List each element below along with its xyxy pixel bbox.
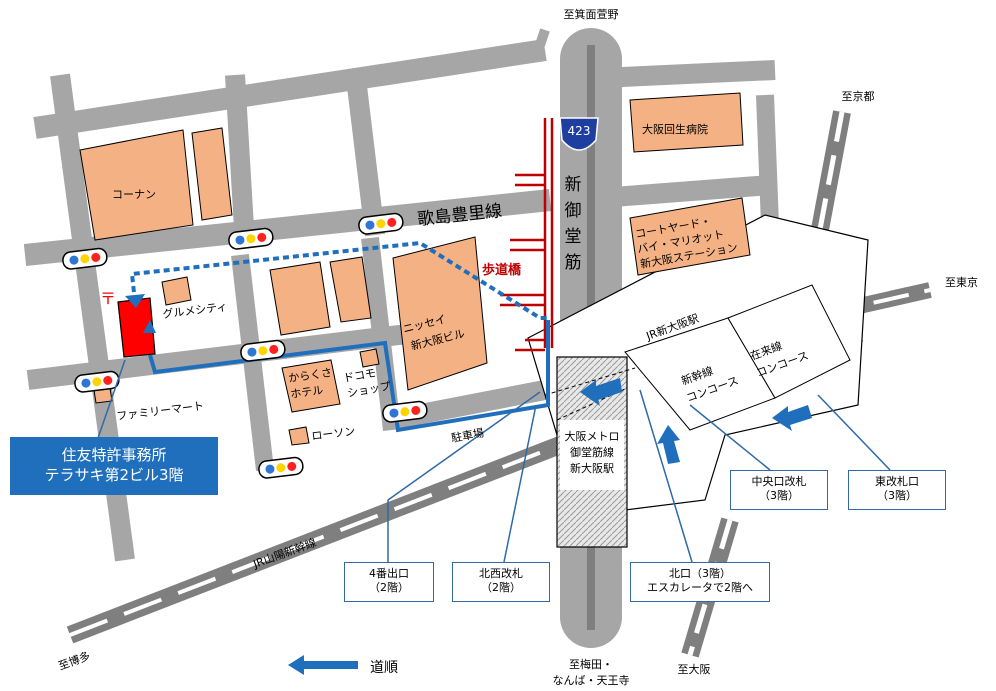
buildings	[79, 92, 751, 446]
gourmet-city-building	[161, 276, 192, 306]
docomo-label-1: ドコモ	[342, 366, 377, 385]
road-mid-north	[225, 74, 255, 246]
konan-annex	[191, 127, 233, 221]
legend-route-arrow	[288, 655, 358, 675]
traffic-signal	[258, 456, 304, 479]
shinmido-char-4: 筋	[565, 253, 582, 273]
road-e	[599, 175, 771, 208]
callout-leaders	[97, 359, 891, 563]
east-gate-floor: （3階）	[877, 489, 917, 502]
route-arrowhead-down	[125, 294, 145, 308]
traffic-signals	[62, 212, 428, 479]
traffic-signal	[228, 227, 274, 250]
courtyard-marriott	[629, 197, 751, 276]
metro-label-3: 新大阪駅	[570, 461, 614, 475]
traffic-signal	[358, 212, 404, 235]
zairaisen-concourse	[727, 284, 851, 399]
dest-umeda: 至梅田・	[569, 657, 613, 671]
dest-hakata: 至博多	[56, 648, 92, 672]
road-ne	[599, 60, 776, 88]
dest-namba: なんば・天王寺	[553, 674, 630, 687]
road-utajima	[23, 189, 552, 266]
traffic-signal	[62, 247, 108, 270]
lawson-label: ローソン	[311, 425, 356, 443]
north-exit-callout: 北口（3階） エスカレータで2階へ	[630, 562, 770, 602]
parking-label: 駐車場	[450, 425, 485, 445]
northwest-gate-floor: （2階）	[481, 581, 521, 594]
osaka-kosei-hospital	[629, 92, 744, 153]
pedestrian-bridge-label: 歩道橋	[482, 262, 522, 278]
office-floor: テラサキ第2ビル3階	[44, 466, 184, 484]
road-stub	[535, 28, 550, 47]
north-exit-note: エスカレータで2階へ	[647, 581, 753, 594]
northwest-gate-name: 北西改札	[479, 567, 523, 580]
post-office-icon: 〒	[100, 289, 116, 308]
office-name: 住友特許事務所	[61, 446, 167, 464]
karakusa-label-1: からくさ	[288, 366, 333, 385]
legend-route-label: 道順	[370, 660, 398, 676]
traffic-signal	[240, 339, 286, 362]
route-number: 423	[568, 124, 591, 138]
karakusa-hotel	[281, 359, 341, 413]
dest-tokyo: 至東京	[945, 275, 978, 289]
office-callout: 住友特許事務所 テラサキ第2ビル3階	[10, 437, 218, 495]
metro-label-2: 御堂筋線	[570, 445, 614, 459]
konan-building	[79, 129, 194, 241]
central-gate-floor: （3階）	[759, 489, 799, 502]
dest-minoh: 至箕面萱野	[564, 7, 619, 21]
docomo-shop	[359, 348, 380, 368]
central-gate-callout: 中央口改札 （3階）	[730, 470, 828, 510]
road-south	[26, 320, 442, 390]
east-gate-name: 東改札口	[875, 475, 919, 488]
metro-dash-2	[544, 367, 636, 396]
shinmido-char-3: 堂	[565, 227, 582, 247]
station-direction-arrows	[580, 378, 812, 464]
road-north	[33, 39, 547, 139]
shinmido-char-2: 御	[565, 201, 582, 221]
east-gate-callout: 東改札口 （3階）	[848, 470, 946, 510]
route-423-badge: 423	[559, 117, 599, 151]
konan-label: コーナン	[112, 188, 156, 201]
dest-kyoto: 至京都	[842, 89, 875, 103]
jr-kyoto-line	[809, 110, 851, 242]
pedestrian-bridge-lines	[500, 118, 554, 352]
lawson	[288, 426, 310, 446]
shinmido-char-1: 新	[565, 175, 582, 195]
exit4-callout: 4番出口 （2階）	[344, 562, 434, 602]
traffic-signal	[382, 400, 428, 423]
family-mart-label: ファミリーマート	[116, 399, 205, 423]
road-mid-north2	[345, 68, 385, 237]
block-b	[329, 256, 372, 323]
route-lines	[129, 240, 550, 433]
nissay-building	[392, 236, 488, 391]
kosei-hospital-label: 大阪回生病院	[642, 122, 708, 136]
road-mid	[231, 253, 274, 472]
block-a	[269, 261, 331, 336]
exit4-floor: （2階）	[369, 581, 409, 594]
exit4-name: 4番出口	[369, 567, 409, 580]
road-mid2	[361, 236, 401, 432]
metro-label-1: 大阪メトロ	[565, 429, 620, 443]
northwest-gate-callout: 北西改札 （2階）	[452, 562, 550, 602]
central-gate-name: 中央口改札	[751, 475, 807, 488]
traffic-signal	[74, 370, 120, 393]
metro-label-bg	[560, 420, 624, 490]
dest-osaka: 至大阪	[678, 662, 711, 676]
local-roads	[23, 28, 779, 562]
route-solid	[148, 320, 550, 433]
north-exit-name: 北口（3階）	[669, 567, 731, 580]
road-e-vert	[756, 94, 779, 226]
karakusa-label-2: ホテル	[290, 384, 324, 401]
route-arrowhead-up	[143, 320, 156, 333]
